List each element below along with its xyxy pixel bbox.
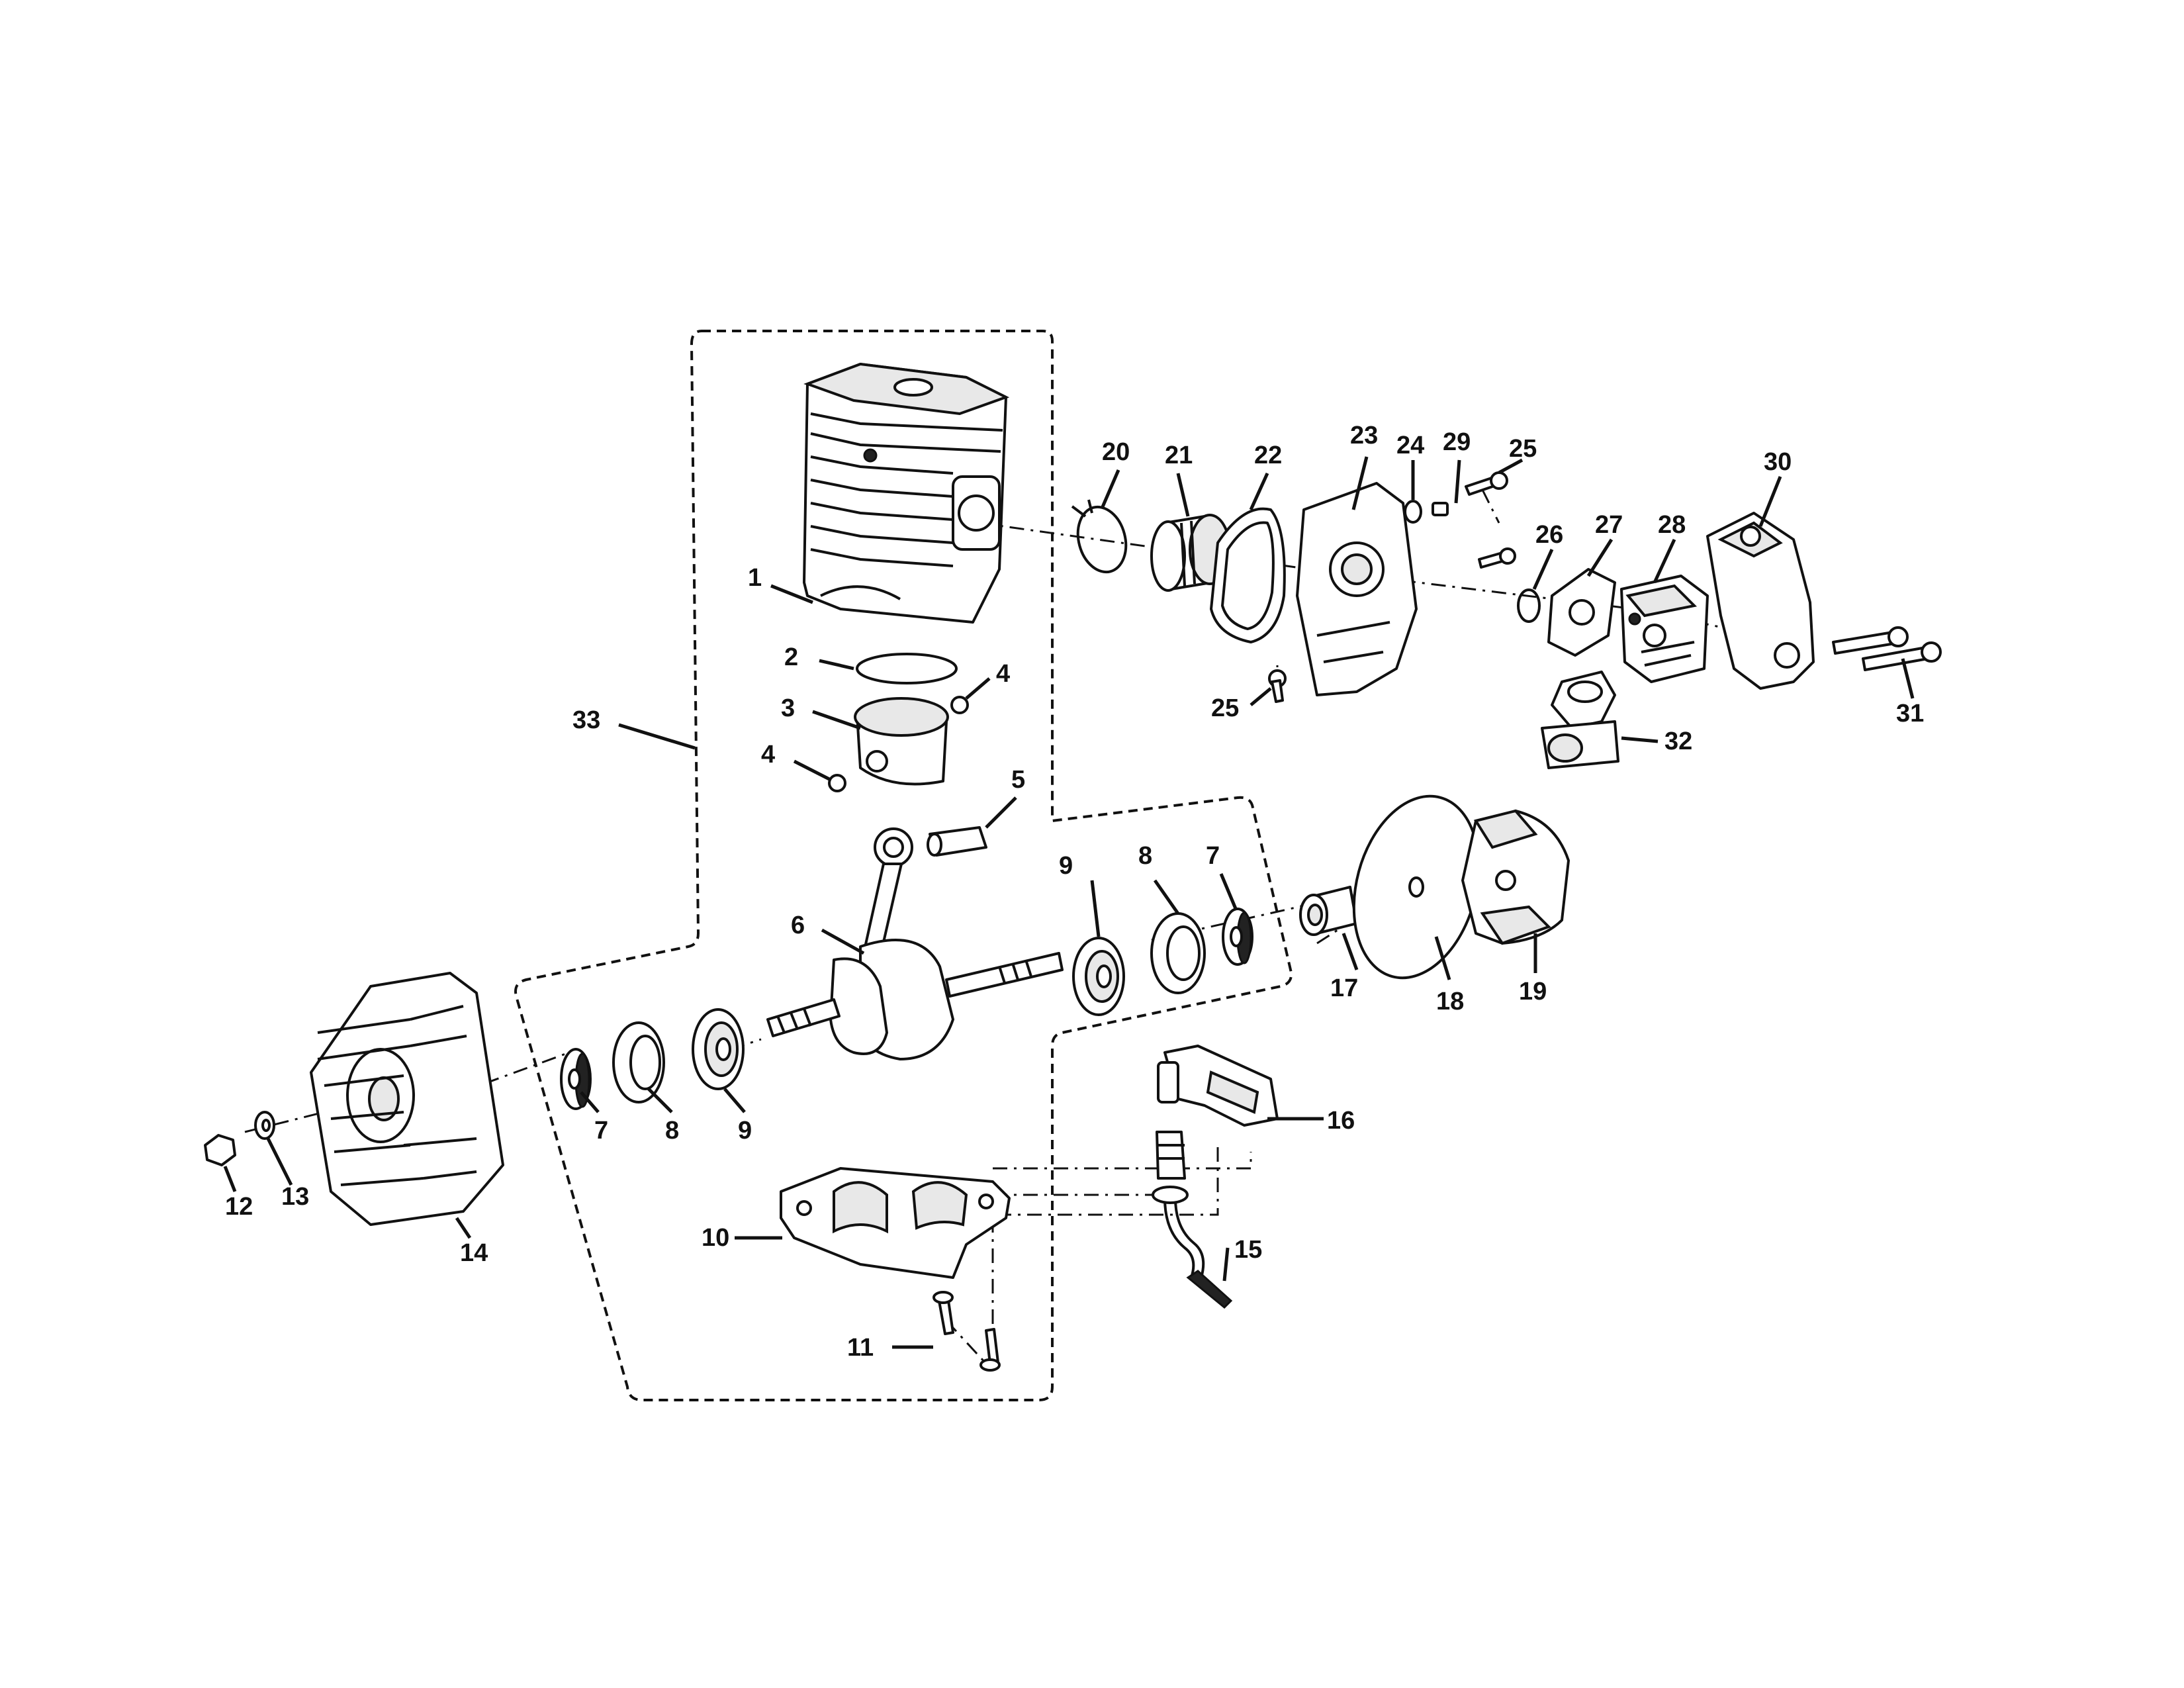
callout-5: 5 [1011,766,1025,794]
retaining-clip [1517,588,1541,623]
callout-6: 6 [791,912,805,939]
callout-4-lower: 4 [761,741,775,769]
callout-24: 24 [1396,432,1424,459]
callout-19: 19 [1519,978,1547,1006]
callout-31: 31 [1896,700,1924,727]
screw-25-lower [1268,669,1287,703]
cylinder [803,362,1010,624]
piston-pin [927,826,987,857]
callout-18: 18 [1436,988,1464,1015]
clutch [1461,809,1570,945]
intake-boot [1150,514,1231,592]
callout-28: 28 [1658,511,1686,539]
air-filter-bracket [1706,512,1815,690]
callout-7-left: 7 [594,1117,608,1145]
bearing-right-inner [1072,937,1125,1016]
seal-right [1222,908,1253,966]
callout-25-upper: 25 [1509,435,1537,463]
callout-8-right: 8 [1138,842,1152,870]
screw-pair [933,1291,1001,1372]
bearing-left-inner [692,1008,745,1090]
piston [854,697,949,786]
callout-23: 23 [1350,422,1378,449]
crankcase [780,1167,1011,1279]
washer-24 [1404,500,1422,524]
callout-10: 10 [702,1224,729,1252]
callout-16: 16 [1327,1107,1355,1135]
callout-12: 12 [225,1193,253,1221]
flywheel [310,972,504,1226]
callout-21: 21 [1165,442,1193,469]
hose-clamp [1071,499,1128,574]
callout-33: 33 [572,706,600,734]
callout-8-left: 8 [665,1117,679,1145]
callout-32: 32 [1664,727,1692,755]
oil-pump [1156,1045,1279,1180]
callout-13: 13 [281,1183,309,1211]
intake-gasket-inner [1221,521,1275,630]
circlip-upper [950,696,969,714]
callout-26: 26 [1535,521,1563,549]
piston-ring [856,653,958,684]
intake-adapter [1296,482,1418,696]
bearing-left-outer [612,1021,665,1103]
callout-15: 15 [1234,1236,1262,1264]
callout-30: 29 [1443,428,1471,456]
callout-27: 27 [1595,511,1623,539]
callout-3: 3 [781,694,795,722]
clutch-bushing [1299,886,1358,936]
callout-7-right: 7 [1206,842,1220,870]
carburetor [1620,575,1709,683]
callout-9-right: 9 [1059,852,1073,880]
carburetor-gasket [1547,568,1616,657]
crankshaft [766,827,1064,1060]
leader-lines [223,456,1915,1349]
callout-20: 20 [1102,438,1130,466]
callout-22: 22 [1254,442,1282,469]
screw-25-upper [1465,471,1516,569]
callout-9-left: 9 [738,1117,752,1145]
callout-11: 11 [847,1334,874,1362]
flywheel-washer [254,1111,275,1140]
callout-4-upper: 4 [996,660,1010,688]
callout-29: 30 [1764,448,1792,476]
callout-2: 2 [784,643,798,671]
bearing-right-outer [1150,912,1206,994]
screw-30 [1432,502,1449,516]
circlip-lower [828,774,846,792]
callout-17: 17 [1330,974,1358,1002]
callout-labels: 1 2 3 4 4 5 6 7 7 8 8 9 9 10 11 12 13 14… [225,422,1924,1362]
bolt-pair [1832,626,1942,671]
flywheel-nut [204,1134,236,1166]
callout-25-lower: 25 [1211,694,1239,722]
intake-elbow [1541,671,1619,769]
oil-line [1152,1186,1233,1309]
callout-14: 14 [460,1239,488,1267]
callout-1: 1 [748,564,762,592]
